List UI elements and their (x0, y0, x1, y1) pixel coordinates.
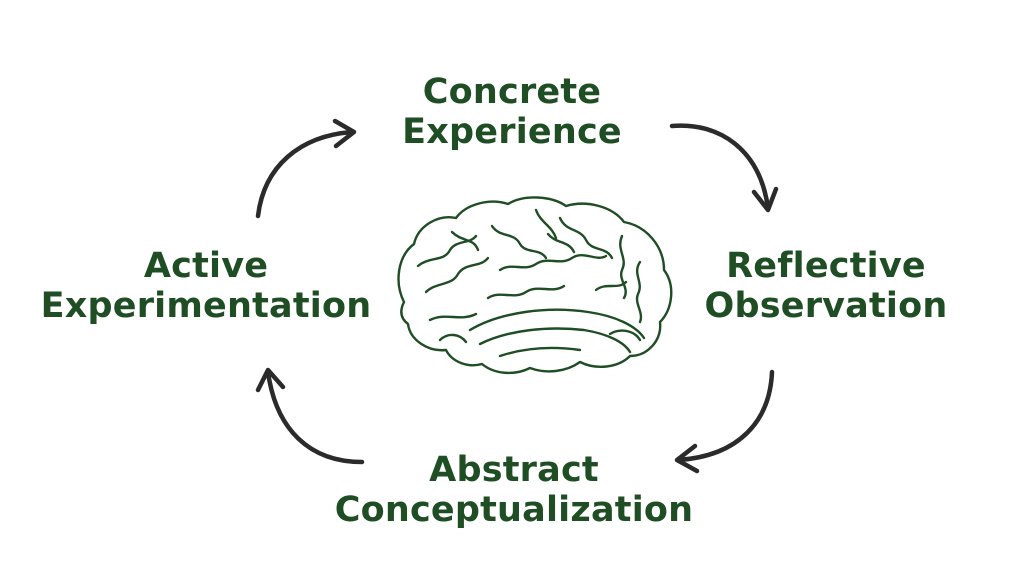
arrowhead-bottom-right (674, 443, 700, 474)
stage-right-line2: Observation (704, 286, 948, 326)
stage-concrete-experience: Concrete Experience (362, 72, 662, 152)
stage-top-line2: Experience (402, 112, 622, 152)
stage-active-experimentation: Active Experimentation (16, 246, 396, 326)
stage-right-line1: Reflective (726, 246, 926, 286)
stage-abstract-conceptualization: Abstract Conceptualization (314, 450, 714, 530)
arrow-top-right-icon (669, 123, 771, 211)
arrowhead-bottom-left (255, 367, 286, 393)
stage-bottom-line1: Abstract (429, 450, 599, 490)
stage-top-line1: Concrete (422, 72, 602, 112)
arrow-bottom-right-icon (675, 369, 775, 463)
brain-icon (397, 196, 673, 375)
stage-left-line2: Experimentation (40, 286, 372, 326)
stage-bottom-line2: Conceptualization (334, 490, 694, 530)
arrowhead-top-right (751, 186, 779, 213)
arrowhead-top-left (332, 118, 357, 149)
arrow-bottom-left-icon (265, 369, 365, 465)
stage-reflective-observation: Reflective Observation (676, 246, 976, 326)
arrow-top-left-icon (255, 129, 355, 219)
stage-left-line1: Active (143, 246, 269, 286)
